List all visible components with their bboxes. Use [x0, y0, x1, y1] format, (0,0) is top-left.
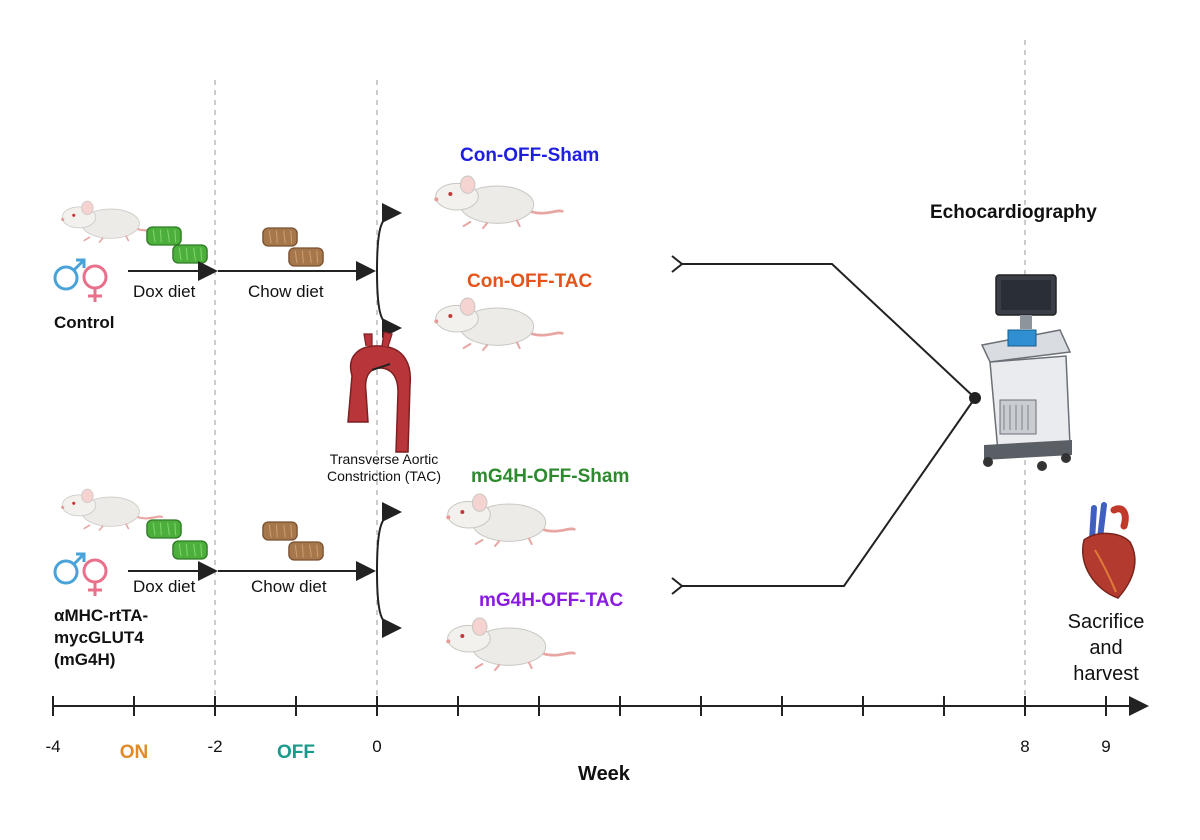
tac-label-line1: Transverse Aortic — [330, 451, 438, 467]
mg4h-group: αMHC-rtTA- mycGLUT4 (mG4H) Dox diet Chow… — [53, 466, 629, 672]
male-symbol-icon — [53, 258, 86, 291]
echo-connector — [671, 255, 981, 595]
male-symbol-icon — [53, 552, 86, 585]
tick-label: 8 — [1020, 737, 1029, 756]
phase-on-label: ON — [120, 742, 149, 763]
mg4h-label-line1: αMHC-rtTA- — [54, 606, 148, 625]
branch-arrow — [376, 502, 402, 572]
control-group: Control Dox diet Chow diet Con-OFF-Sham … — [53, 145, 599, 352]
chow-pellet-icon — [262, 521, 298, 541]
axis-ticks — [52, 696, 1107, 716]
branch-arrow — [376, 570, 402, 638]
echo-label: Echocardiography — [930, 202, 1097, 223]
timeline-axis: -4 -2 0 8 9 ON OFF Week — [45, 696, 1149, 785]
tick-label: 9 — [1101, 737, 1110, 756]
branch-arrow — [376, 203, 402, 272]
mouse-icon — [444, 492, 577, 548]
branch-arrow — [376, 270, 402, 338]
tick-label: -2 — [207, 737, 222, 756]
cohort-con-tac-label: Con-OFF-TAC — [467, 271, 592, 292]
sacrifice-label-line1: Sacrifice — [1068, 611, 1145, 633]
female-symbol-icon — [82, 558, 108, 596]
dox-pellet-icon — [146, 519, 182, 539]
chow-pellet-icon — [288, 247, 324, 267]
axis-title: Week — [578, 763, 631, 785]
cohort-mg4h-sham-label: mG4H-OFF-Sham — [471, 466, 629, 487]
chow-pellet-icon — [262, 227, 298, 247]
sacrifice-label-line2: and — [1089, 637, 1122, 659]
cohort-mg4h-tac-label: mG4H-OFF-TAC — [479, 590, 624, 611]
ultrasound-machine-icon — [980, 274, 1072, 471]
dox-pellet-icon — [146, 226, 182, 246]
chow-diet-label: Chow diet — [251, 577, 327, 596]
mouse-icon — [432, 296, 565, 352]
chow-diet-label: Chow diet — [248, 282, 324, 301]
chow-pellet-icon — [288, 541, 324, 561]
tick-label: -4 — [45, 737, 60, 756]
phase-off-label: OFF — [277, 742, 315, 763]
dox-pellet-icon — [172, 244, 208, 264]
female-symbol-icon — [82, 264, 108, 302]
tick-label: 0 — [372, 737, 381, 756]
dox-diet-label: Dox diet — [133, 577, 196, 596]
aorta-icon — [347, 331, 412, 453]
mouse-icon — [444, 616, 577, 672]
dox-diet-label: Dox diet — [133, 282, 196, 301]
heart-icon — [1082, 502, 1136, 599]
cohort-con-sham-label: Con-OFF-Sham — [460, 145, 599, 166]
mg4h-label-line2: mycGLUT4 — [54, 628, 144, 647]
mg4h-label-line3: (mG4H) — [54, 650, 115, 669]
mouse-icon — [432, 174, 565, 230]
sacrifice-label-line3: harvest — [1073, 663, 1139, 685]
tac-label-line2: Constriction (TAC) — [327, 468, 441, 484]
control-label: Control — [54, 313, 114, 332]
dox-pellet-icon — [172, 540, 208, 560]
